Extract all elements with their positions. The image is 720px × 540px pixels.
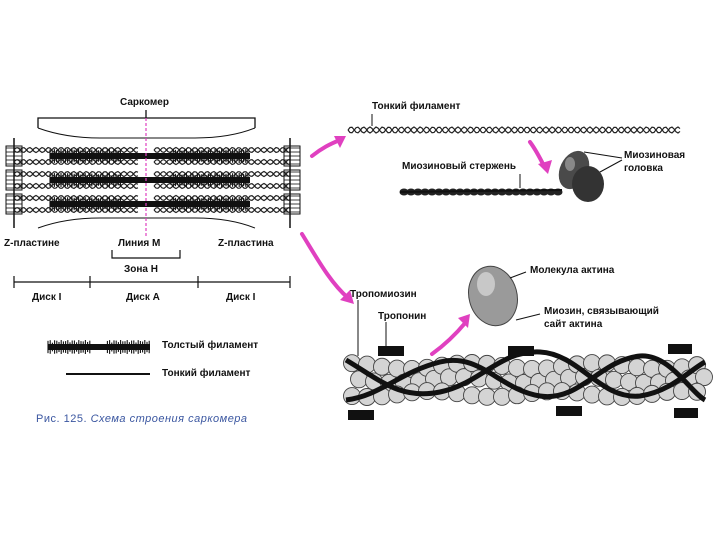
troponin-complexes	[348, 344, 698, 420]
myosin-binding-site-label-line1: Миозин, связывающий	[544, 306, 659, 317]
h-zone-label: Зона H	[124, 264, 158, 275]
myosin-rod	[399, 188, 563, 196]
myosin-site-pointer	[515, 313, 541, 321]
legend-thick-filament	[47, 340, 150, 354]
arrow-to-actin-molecule	[430, 320, 468, 356]
myosin-binding-site-label-line2: сайт актина	[544, 319, 603, 330]
figure-caption-text: Схема строения саркомера	[90, 413, 248, 425]
i-band-right-label: Диск I	[226, 292, 256, 303]
myosin-head-label-line1: Миозиновая	[624, 150, 686, 161]
troponin-label: Тропонин	[378, 311, 427, 322]
thin-filament-strand	[347, 126, 681, 134]
label-pointers	[357, 300, 387, 356]
h-zone-bracket	[111, 250, 181, 259]
sarcomere-label: Саркомер	[120, 97, 169, 108]
thin-filament-legend-label: Тонкий филамент	[162, 368, 251, 379]
tropomyosin-label: Тропомиозин	[350, 289, 417, 300]
filament-rows	[5, 127, 301, 229]
thin-filament-title: Тонкий филамент	[372, 101, 461, 112]
actin-molecule	[468, 265, 518, 327]
figure-caption-number: Рис. 125.	[36, 413, 88, 425]
myosin-rod-label: Миозиновый стержень	[402, 161, 517, 172]
myosin-head-label-line2: головка	[624, 163, 663, 174]
m-line-label: Линия M	[118, 238, 161, 249]
z-disc-right-label: Z-пластина	[218, 238, 274, 249]
tropomyosin-strands	[344, 349, 707, 403]
pink-arrowheads	[334, 136, 552, 328]
figure-caption: Рис. 125. Схема строения саркомера	[36, 413, 248, 425]
actin-molecule-label: Молекула актина	[530, 265, 615, 276]
a-band-label: Диск A	[126, 292, 160, 303]
z-disc-left-label: Z-пластине	[4, 238, 60, 249]
myosin-head-pointers	[583, 151, 623, 173]
arrow-to-myosin	[528, 140, 546, 168]
band-scale	[13, 276, 291, 288]
myosin-head	[558, 150, 604, 202]
arrow-to-thin-filament	[310, 138, 342, 158]
thick-filament-legend-label: Толстый филамент	[162, 340, 259, 351]
actin-molecule-pointer	[509, 271, 527, 279]
i-band-left-label: Диск I	[32, 292, 62, 303]
arrow-to-actin-detail	[300, 232, 350, 300]
